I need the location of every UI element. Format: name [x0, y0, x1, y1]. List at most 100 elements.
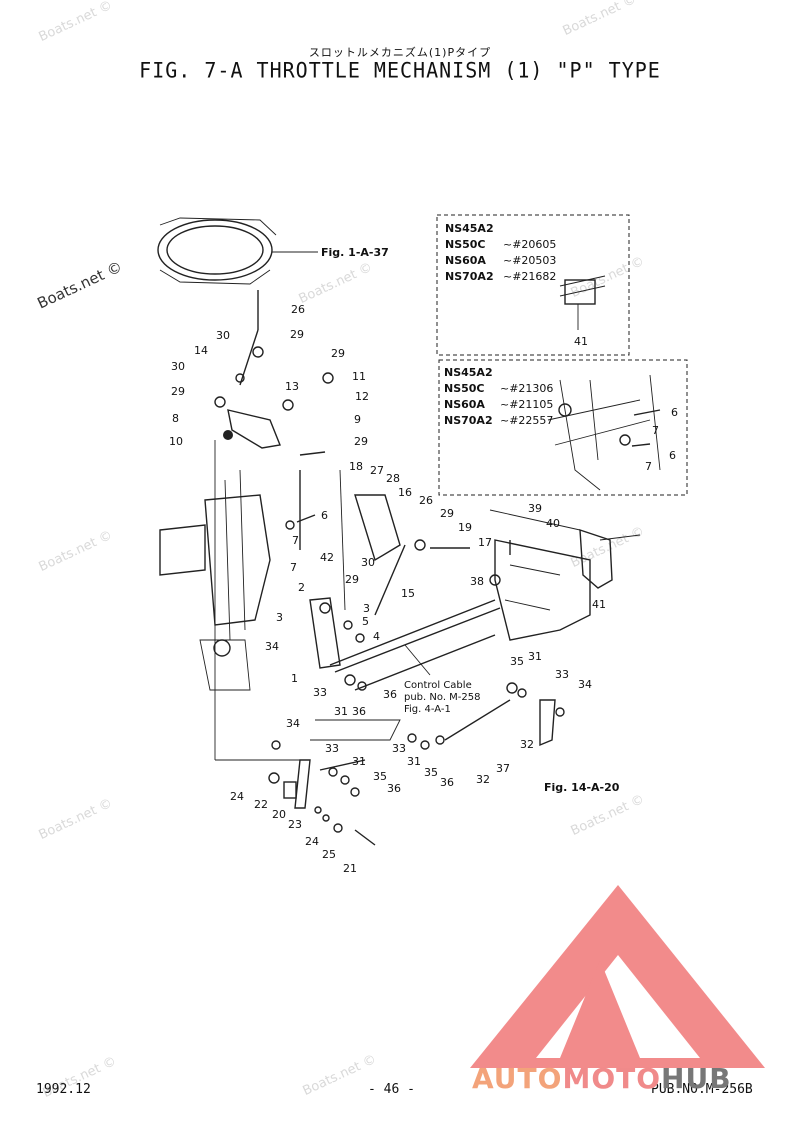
lower-right-linkage — [310, 682, 565, 750]
part-number-label: 28 — [386, 472, 400, 485]
footer-publication-number: PUB.NO.M-256B — [651, 1082, 753, 1097]
part-number-label: 33 — [313, 686, 327, 699]
inset2-serial: ~#21105 — [500, 398, 553, 411]
part-number-label: 31 — [352, 755, 366, 768]
part-number-label: 12 — [355, 390, 369, 403]
part-number-label: 19 — [458, 521, 472, 534]
footer-page-number: - 46 - — [368, 1082, 415, 1097]
automotohub-logo: AUTOMOTOHUB — [472, 1062, 732, 1095]
part-number-label: 41 — [592, 598, 606, 611]
part-number-label: 3 — [363, 602, 370, 615]
inset2-serial: ~#22557 — [500, 414, 553, 427]
inset1-part-label: 41 — [574, 335, 588, 348]
part-number-label: 36 — [352, 705, 366, 718]
inset2-model-list: NS45A2 NS50C ~#21306 NS60A ~#21105 NS70A… — [444, 366, 678, 473]
engine-body — [159, 469, 346, 691]
part-number-label: 25 — [322, 848, 336, 861]
part-number-label: 5 — [362, 615, 369, 628]
part-number-label: 4 — [373, 630, 380, 643]
logo-triangle-icon — [470, 885, 765, 1068]
inset1-model: NS45A2 — [445, 222, 494, 235]
inset1-model: NS50C — [445, 238, 486, 251]
part-number-label: 29 — [331, 347, 345, 360]
part-number-label: 31 — [334, 705, 348, 718]
control-cable-rods — [329, 599, 501, 691]
inset2-model: NS70A2 — [444, 414, 493, 427]
part-number-label: 18 — [349, 460, 363, 473]
part-number-label: 24 — [230, 790, 244, 803]
part-number-label: 29 — [345, 573, 359, 586]
inset2-model: NS45A2 — [444, 366, 493, 379]
inset2-part-label: 7 — [652, 424, 659, 437]
part-number-label: 27 — [370, 464, 384, 477]
part-number-label: 22 — [254, 798, 268, 811]
part-number-label: 6 — [321, 509, 328, 522]
inset2-model: NS50C — [444, 382, 485, 395]
part-number-label: 36 — [440, 776, 454, 789]
inset1-part-41 — [559, 275, 606, 330]
part-number-label: 10 — [169, 435, 183, 448]
inset-box-1 — [436, 214, 630, 356]
throttle-levers — [285, 494, 470, 669]
part-number-label: 30 — [361, 556, 375, 569]
inset2-serial: ~#21306 — [500, 382, 553, 395]
callout-control-cable-fig: Fig. 4-A-1 — [404, 704, 451, 715]
part-number-label: 42 — [320, 551, 334, 564]
part-number-label: 35 — [510, 655, 524, 668]
inset2-model: NS60A — [444, 398, 485, 411]
part-number-label: 33 — [392, 742, 406, 755]
part-number-label: 36 — [383, 688, 397, 701]
inset2-part-label: 6 — [671, 406, 678, 419]
part-number-label: 29 — [290, 328, 304, 341]
part-number-label: 11 — [352, 370, 366, 383]
part-number-label: 33 — [555, 668, 569, 681]
footer-date: 1992.12 — [36, 1082, 91, 1097]
part-number-label: 35 — [373, 770, 387, 783]
part-number-label: 15 — [401, 587, 415, 600]
part-number-label: 32 — [520, 738, 534, 751]
part-number-label: 32 — [476, 773, 490, 786]
inset1-serial: ~#20605 — [503, 238, 556, 251]
remote-bracket — [489, 509, 641, 641]
part-number-label: 1 — [291, 672, 298, 685]
part-number-label: 34 — [286, 717, 300, 730]
part-number-label: 23 — [288, 818, 302, 831]
part-number-label: 26 — [291, 303, 305, 316]
part-number-label: 8 — [172, 412, 179, 425]
part-number-label: 34 — [265, 640, 279, 653]
part-number-label: 37 — [496, 762, 510, 775]
inset1-model: NS60A — [445, 254, 486, 267]
part-number-label: 24 — [305, 835, 319, 848]
part-number-label: 13 — [285, 380, 299, 393]
part-number-label: 39 — [528, 502, 542, 515]
part-number-label: 31 — [528, 650, 542, 663]
figure-title: FIG. 7-A THROTTLE MECHANISM (1) "P" TYPE — [139, 57, 661, 83]
part-number-label: 26 — [419, 494, 433, 507]
inset2-part-label: 6 — [669, 449, 676, 462]
callout-control-cable: Control Cable — [404, 680, 472, 691]
lower-left-linkage — [268, 740, 376, 846]
part-number-label: 35 — [424, 766, 438, 779]
inset1-model: NS70A2 — [445, 270, 494, 283]
part-number-label: 29 — [171, 385, 185, 398]
inset1-serial: ~#20503 — [503, 254, 556, 267]
callout-fig-14-a-20: Fig. 14-A-20 — [544, 781, 620, 794]
part-number-label: 2 — [298, 581, 305, 594]
part-number-label: 17 — [478, 536, 492, 549]
part-number-label: 7 — [292, 534, 299, 547]
part-number-label: 14 — [194, 344, 208, 357]
part-number-label: 16 — [398, 486, 412, 499]
part-number-label: 30 — [216, 329, 230, 342]
upper-linkage — [214, 290, 334, 761]
part-number-label: 9 — [354, 413, 361, 426]
part-number-label: 34 — [578, 678, 592, 691]
part-number-label: 36 — [387, 782, 401, 795]
inset1-serial: ~#21682 — [503, 270, 556, 283]
part-number-label: 29 — [354, 435, 368, 448]
part-number-label: 33 — [325, 742, 339, 755]
inset2-part-label: 7 — [645, 460, 652, 473]
part-number-label: 30 — [171, 360, 185, 373]
